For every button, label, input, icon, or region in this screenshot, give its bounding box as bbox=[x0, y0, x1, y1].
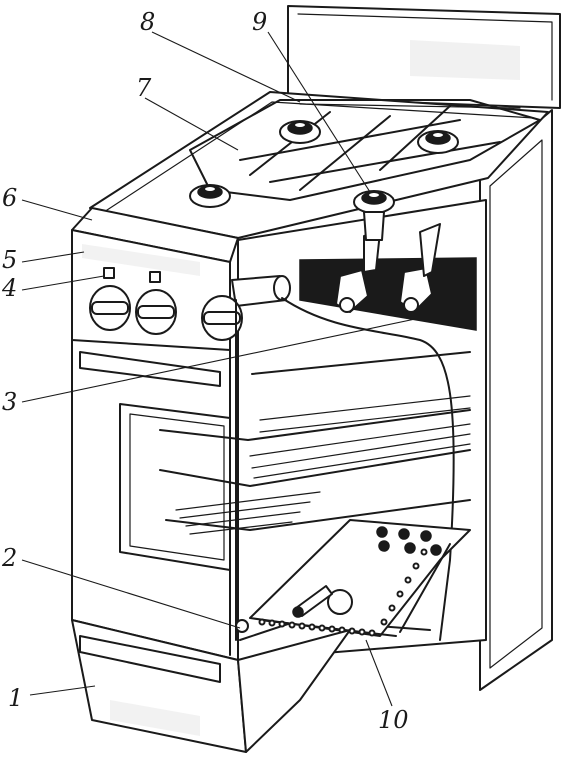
callout-4: 4 bbox=[1, 274, 17, 302]
right-side-panel bbox=[479, 109, 553, 691]
oven-knob[interactable] bbox=[201, 295, 243, 341]
callout-10: 10 bbox=[378, 706, 409, 734]
burner-front-right bbox=[353, 190, 395, 241]
oven-burner bbox=[249, 519, 471, 637]
oven-rack-middle bbox=[159, 423, 471, 487]
callout-9: 9 bbox=[252, 8, 267, 36]
burner-ring-holes bbox=[258, 548, 428, 637]
oven-front bbox=[71, 339, 239, 661]
callout-8: 8 bbox=[140, 8, 155, 36]
oven-rack-upper bbox=[159, 351, 471, 441]
callout-2: 2 bbox=[1, 544, 17, 572]
callout-5: 5 bbox=[2, 246, 17, 274]
leader-lines bbox=[21, 31, 421, 707]
callout-6: 6 bbox=[2, 184, 17, 212]
oven-door bbox=[71, 619, 351, 753]
callout-3: 3 bbox=[2, 388, 17, 416]
backsplash-lid bbox=[287, 5, 561, 109]
callout-1: 1 bbox=[8, 684, 23, 712]
control-knob-1[interactable] bbox=[89, 285, 131, 331]
oven-gas-valve bbox=[201, 275, 455, 641]
burner-front-left bbox=[189, 184, 231, 208]
callouts: 1 2 3 4 5 6 7 8 9 10 bbox=[1, 8, 409, 734]
oven-rack-lower bbox=[165, 491, 471, 535]
control-panel bbox=[71, 229, 231, 351]
indicator-light-1 bbox=[103, 267, 115, 279]
control-knob-2[interactable] bbox=[135, 289, 177, 335]
burner-back-left bbox=[279, 120, 321, 144]
indicator-light-2 bbox=[149, 271, 161, 283]
burner-back-right bbox=[417, 130, 459, 154]
callout-7: 7 bbox=[136, 74, 152, 102]
